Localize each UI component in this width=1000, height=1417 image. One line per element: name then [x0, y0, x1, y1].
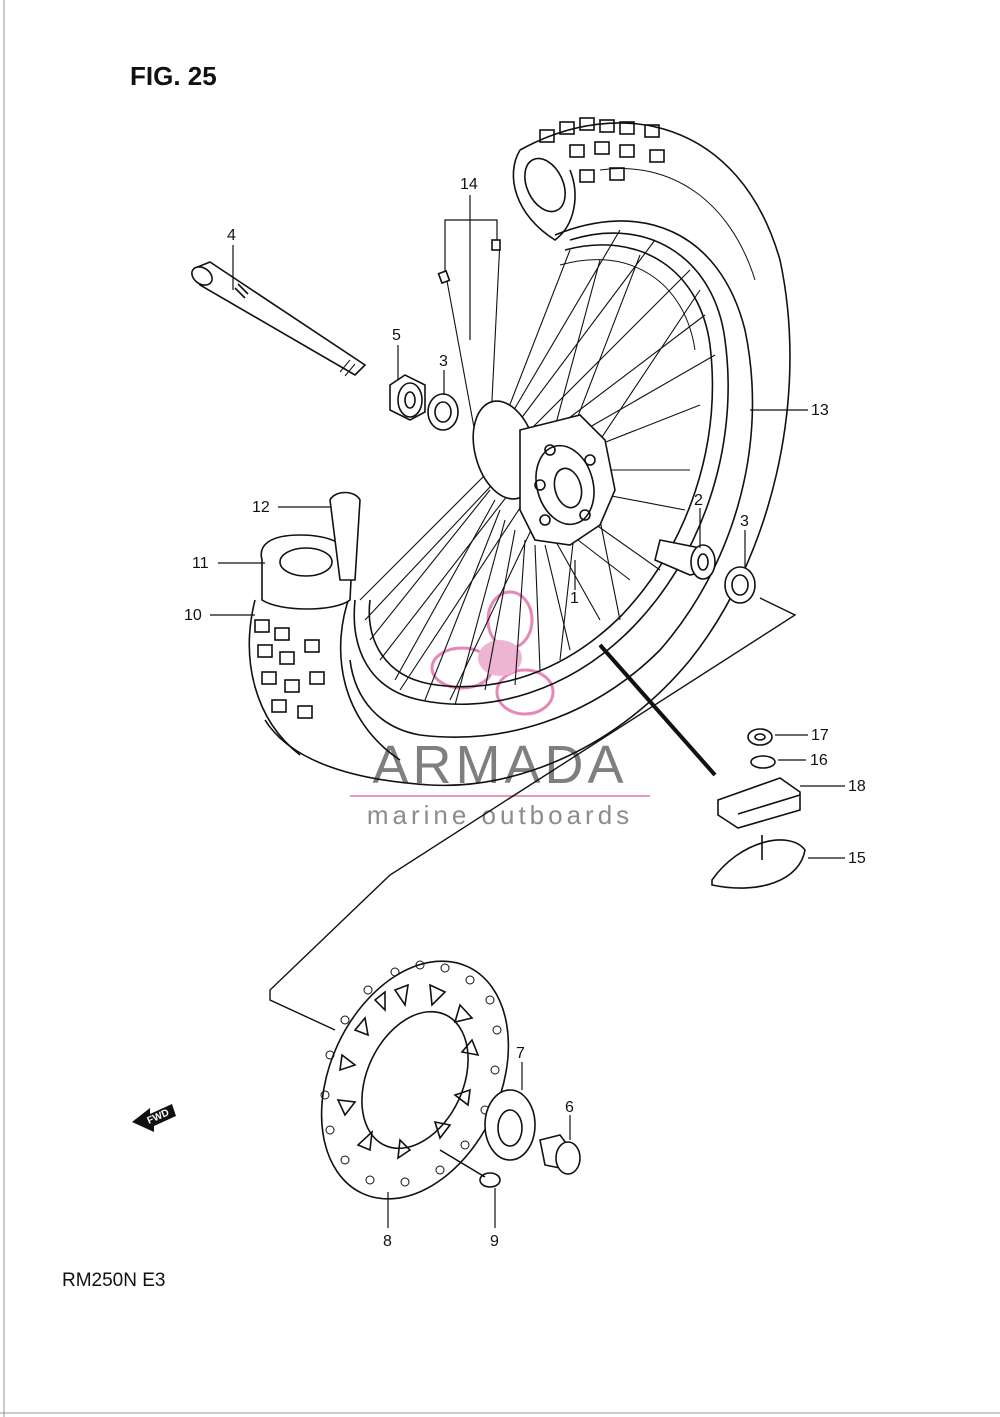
callout-5: 5 — [392, 327, 401, 344]
valve-cap-nut — [747, 728, 773, 746]
callout-labels: 1 2 3 3 4 5 6 7 8 9 10 11 12 13 14 15 16… — [184, 176, 866, 1250]
brake-disc — [320, 960, 510, 1200]
callout-13: 13 — [811, 402, 829, 419]
callout-3-left: 3 — [439, 353, 448, 370]
spoke-nipples — [437, 239, 501, 285]
bearing-right — [724, 566, 756, 604]
callout-10: 10 — [184, 607, 202, 624]
tube-section — [260, 534, 353, 610]
spacer-collar — [389, 374, 426, 421]
explode-guides — [269, 597, 797, 1031]
axle — [191, 261, 367, 377]
callout-11: 11 — [192, 555, 209, 572]
rim-lock-block — [717, 777, 801, 829]
callout-18: 18 — [848, 778, 866, 795]
callout-3-right: 3 — [740, 513, 749, 530]
valve-guide-line — [598, 643, 717, 777]
dust-seal — [484, 1089, 536, 1161]
watermark-name: ARMADA — [372, 735, 627, 795]
callout-9: 9 — [490, 1233, 499, 1250]
callout-7: 7 — [516, 1045, 525, 1062]
leader-lines — [210, 195, 845, 1228]
tire — [248, 117, 791, 787]
callout-15: 15 — [848, 850, 866, 867]
spacer-right — [654, 539, 716, 580]
valve-washer — [750, 755, 776, 769]
disc-bolt — [439, 1149, 501, 1188]
tread-knobs-left — [254, 619, 325, 719]
tread-knobs-top — [539, 117, 665, 183]
callout-17: 17 — [811, 727, 829, 744]
fwd-arrow-icon: FWD — [132, 1104, 176, 1132]
callout-16: 16 — [810, 752, 828, 769]
callout-1: 1 — [570, 590, 579, 607]
figure-title: FIG. 25 — [130, 61, 217, 91]
rim-band — [329, 491, 361, 581]
wheel-collar — [539, 1134, 581, 1175]
callout-2: 2 — [694, 492, 703, 509]
rim-lock-plate — [711, 835, 806, 889]
tube-section-top — [512, 149, 576, 241]
hub — [472, 400, 616, 546]
model-code: RM250N E3 — [62, 1270, 166, 1291]
callout-8: 8 — [383, 1233, 392, 1250]
callout-12: 12 — [252, 499, 270, 516]
callout-4: 4 — [227, 227, 236, 244]
bearing-left — [427, 393, 459, 431]
callout-14: 14 — [460, 176, 478, 193]
callout-6: 6 — [565, 1099, 574, 1116]
